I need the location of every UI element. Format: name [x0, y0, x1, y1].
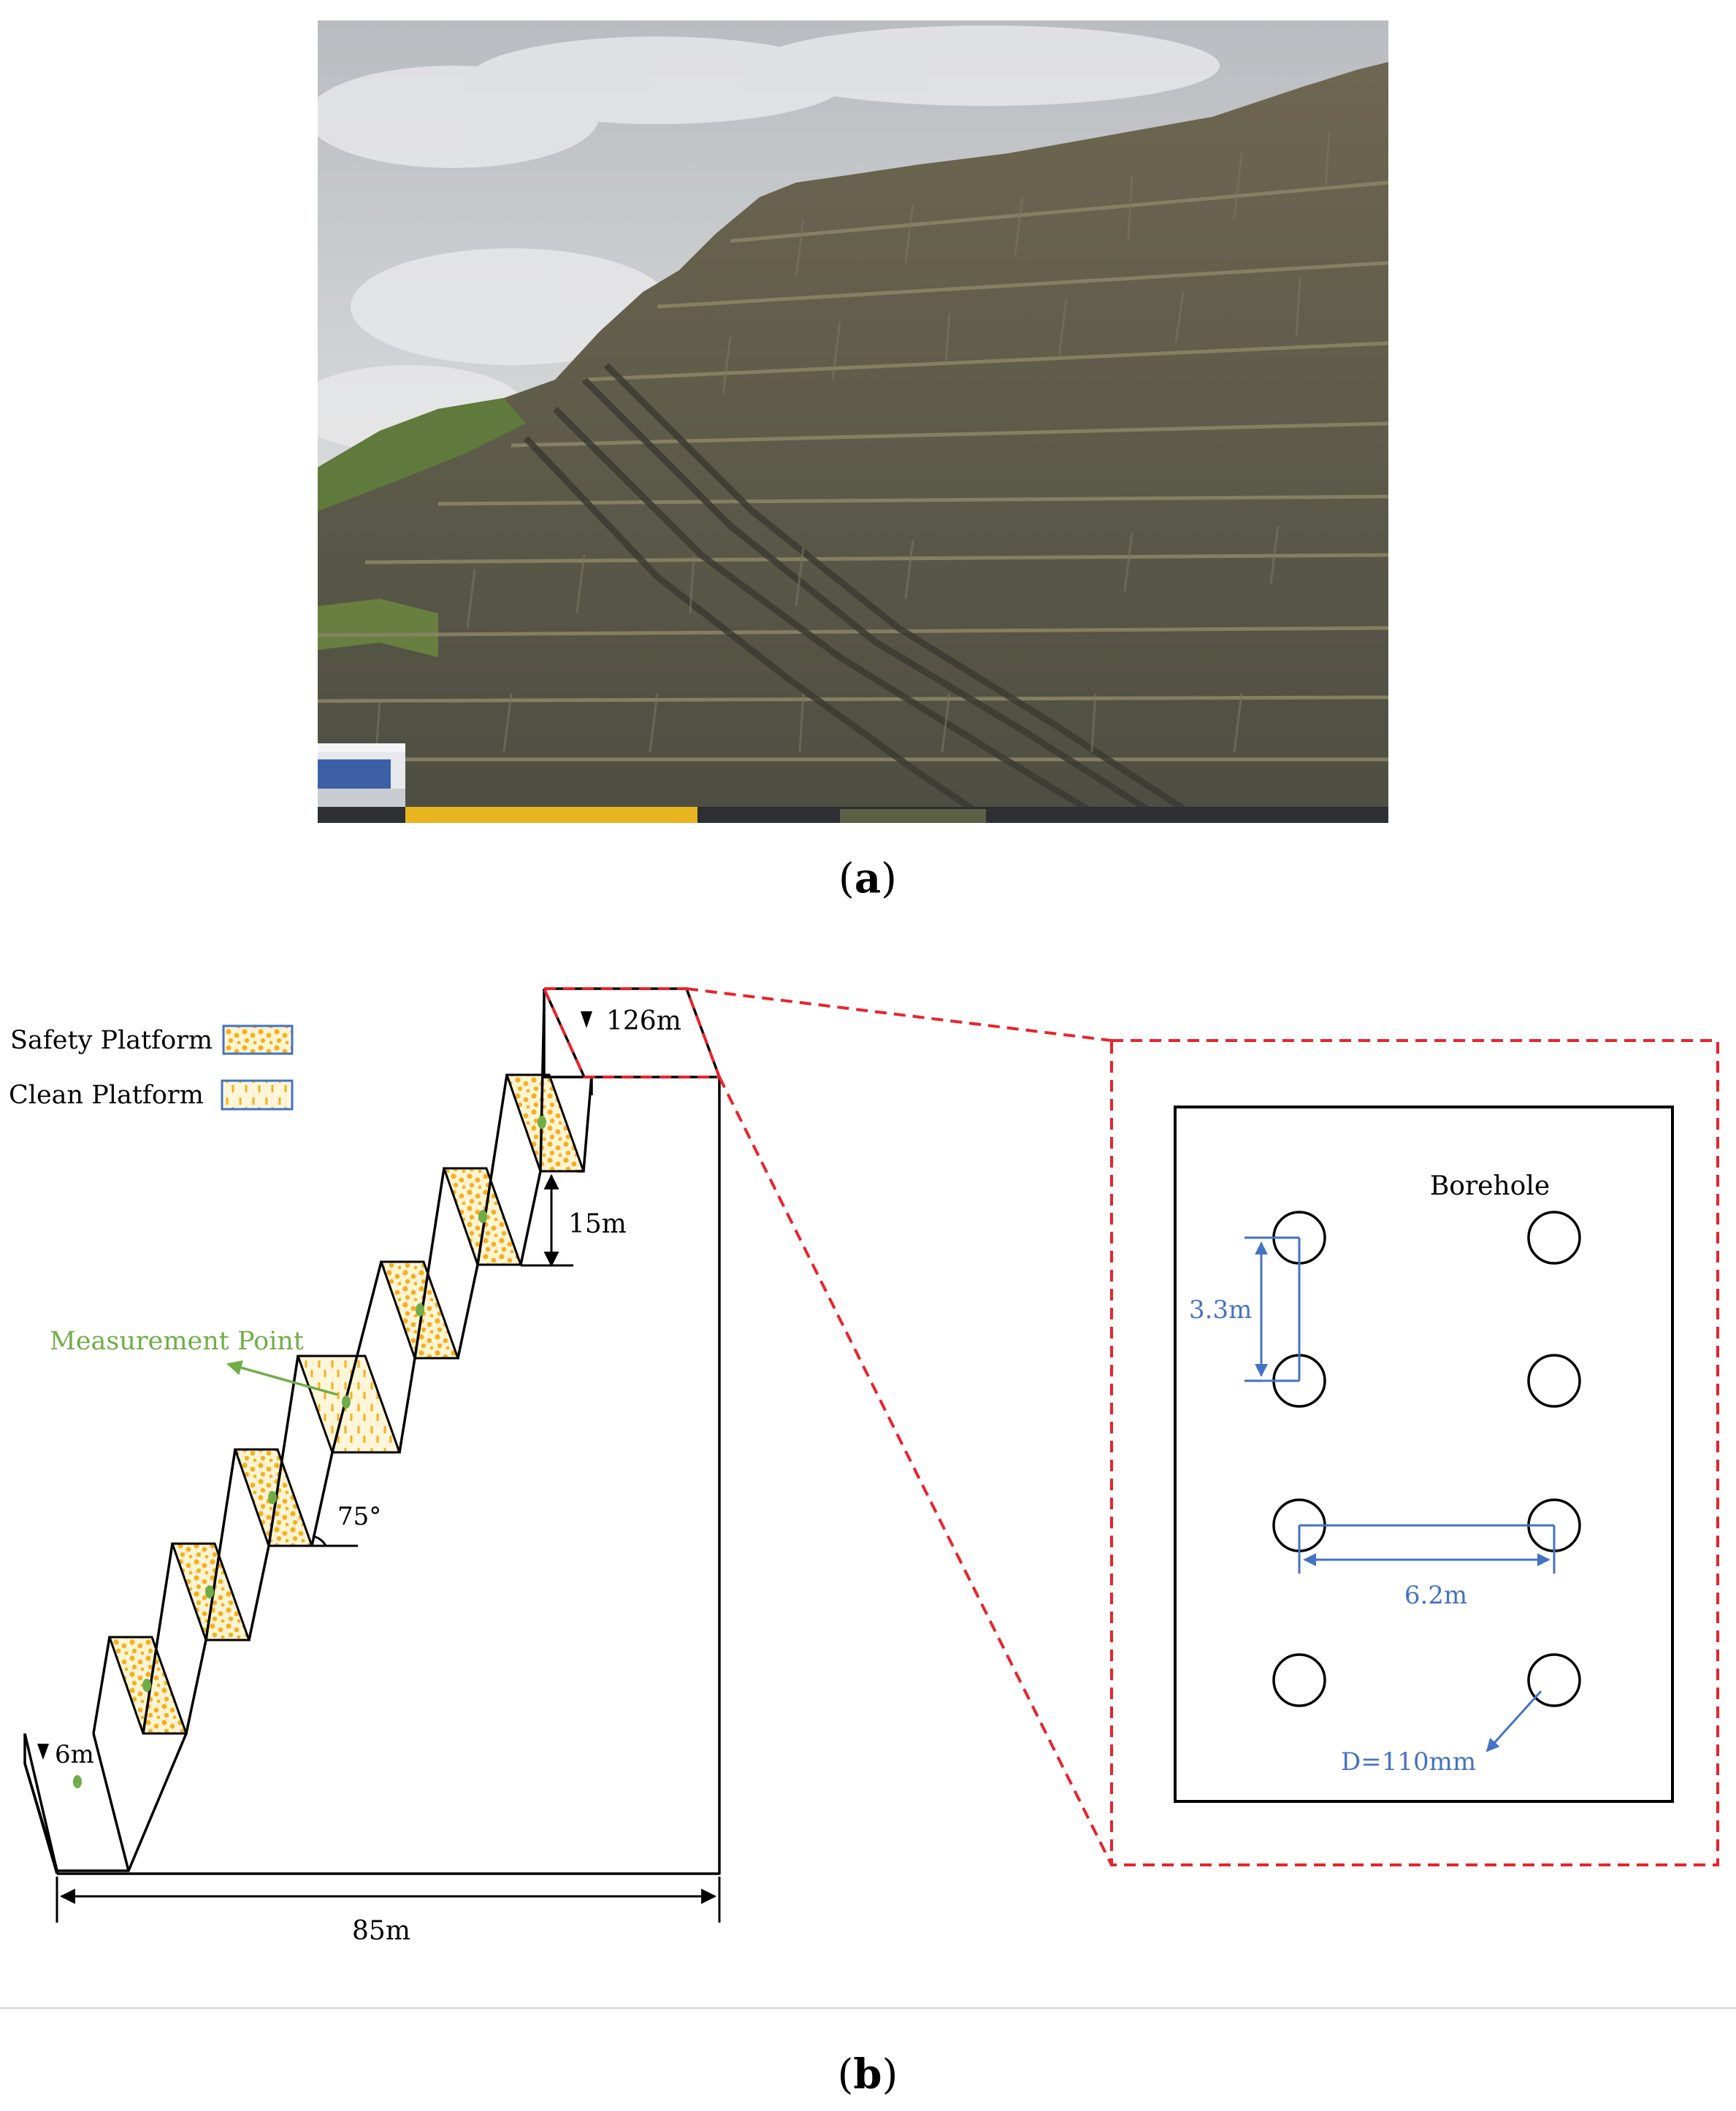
- legend-safety-label: Safety Platform: [10, 1026, 213, 1055]
- legend: Safety Platform Clean Platform: [9, 1024, 294, 1111]
- legend-safety-swatch: [222, 1024, 294, 1055]
- caption-a: (a): [838, 854, 897, 903]
- borehole-label: Borehole: [1430, 1171, 1550, 1201]
- measurement-points: [73, 1116, 546, 1788]
- slope-outline: [23, 987, 721, 1875]
- measurement-point-label: Measurement Point: [50, 1327, 304, 1356]
- top-elevation-label: 126m: [606, 1006, 681, 1036]
- photo-benches: [318, 180, 1388, 762]
- row-spacing-label: 3.3m: [1189, 1295, 1252, 1325]
- column-spacing-label: 6.2m: [1404, 1581, 1467, 1610]
- photo-vegetation: [318, 398, 526, 511]
- diameter-arrow: [1485, 1690, 1542, 1752]
- bench-height-dimension: [521, 1173, 573, 1268]
- borehole-2: [1527, 1211, 1581, 1265]
- borehole-plan: [1174, 1106, 1674, 1803]
- borehole-layout: Borehole 3.3m: [1174, 1106, 1674, 1803]
- row-spacing-dimension: [1244, 1236, 1301, 1382]
- slope-angle-label: 75°: [337, 1502, 381, 1531]
- bottom-elevation-marker: [37, 1744, 49, 1760]
- angle-marker: [312, 1535, 358, 1547]
- diameter-label: D=110mm: [1341, 1747, 1476, 1777]
- photo-barrier: [318, 807, 1388, 823]
- photo-texture: [375, 131, 1331, 753]
- slope-photo: [318, 20, 1388, 823]
- caption-b: (b): [838, 2050, 898, 2099]
- slope-diagram: 75° 15m 85m 126m 6m: [9, 987, 1719, 1946]
- measurement-point-arrow: [226, 1360, 338, 1396]
- borehole-7: [1272, 1653, 1326, 1707]
- bench-height-label: 15m: [568, 1209, 627, 1239]
- photo-vegetation-lower: [318, 599, 438, 657]
- photo-building: [318, 743, 405, 809]
- width-dimension: [56, 1877, 721, 1923]
- top-elevation-marker: [581, 1011, 592, 1028]
- legend-clean-swatch: [221, 1079, 294, 1111]
- column-spacing-dimension: [1298, 1524, 1556, 1574]
- detail-box: [1110, 1039, 1719, 1866]
- bottom-elevation-label: 6m: [55, 1740, 94, 1769]
- photo-strata: [523, 362, 1207, 823]
- borehole-8: [1527, 1653, 1581, 1707]
- detail-projection: [541, 987, 1719, 1866]
- legend-clean-label: Clean Platform: [9, 1081, 204, 1110]
- width-label: 85m: [352, 1916, 410, 1946]
- borehole-4: [1527, 1354, 1581, 1408]
